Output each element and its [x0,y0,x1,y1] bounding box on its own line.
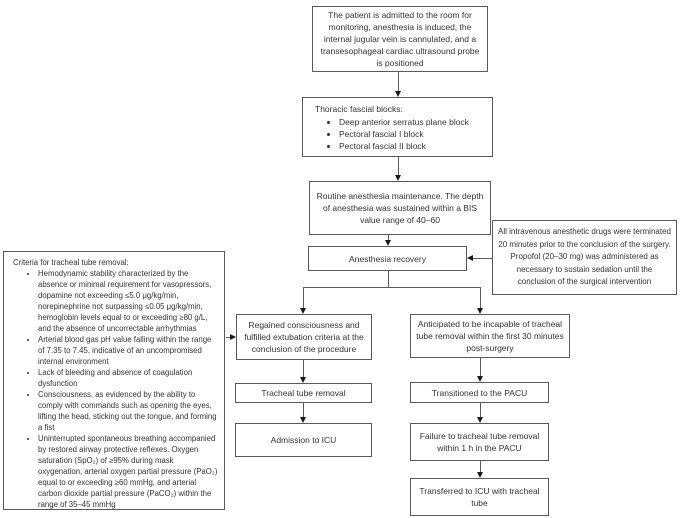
node-icu-admission: Admission to ICU [235,423,372,457]
node-pacu-transition-text: Transitioned to the PACU [431,387,528,398]
connector-regained-removal-line [303,360,304,377]
connector-criteria-regained-arrowhead [229,333,236,340]
connector-recovery-split-stem [388,271,389,287]
connector-split-anticipated-arrowhead [476,307,483,314]
connector-pacu-failure-line [480,403,481,417]
extubation-criteria-item: Consciousness, as evidenced by the abili… [38,389,219,433]
connector-drugnote-recovery-line [473,258,492,259]
node-icu-admission-text: Admission to ICU [270,435,337,445]
connector-split-regained-line [303,287,304,308]
node-icu-with-tube: Transferred to ICU with tracheal tube [410,478,549,516]
connector-split-regained-arrowhead [299,307,306,314]
node-regained-consciousness: Regained consciousness and fulfilled ext… [236,314,372,360]
node-pacu-failure: Failure to tracheal tube removal within … [410,423,549,461]
connector-admission-blocks-line [398,72,399,91]
node-regained-consciousness-text: Regained consciousness and fulfilled ext… [244,320,364,354]
note-extubation-criteria: Criteria for tracheal tube removal: Hemo… [3,251,225,510]
connector-drugnote-recovery-arrowhead [467,254,473,261]
extubation-criteria-item: Hemodynamic stability characterized by t… [38,268,219,334]
connector-anticipated-pacu-line [480,358,481,376]
extubation-criteria-item: Uninterrupted spontaneous breathing acco… [38,433,219,510]
node-patient-admission: The patient is admitted to the room for … [312,6,488,72]
node-anesthesia-maintenance: Routine anesthesia maintenance. The dept… [309,181,491,235]
node-anesthesia-maintenance-text: Routine anesthesia maintenance. The dept… [316,191,484,225]
connector-removal-icu-line [303,403,304,417]
connector-anticipated-pacu-arrowhead [476,375,483,382]
node-anesthesia-recovery: Anesthesia recovery [308,246,467,271]
connector-removal-icu-arrowhead [299,416,306,423]
fascial-block-item: Deep anterior serratus plane block [339,116,486,128]
node-patient-admission-text: The patient is admitted to the room for … [320,10,480,68]
node-tracheal-tube-removal: Tracheal tube removal [235,383,372,403]
node-anticipated-incapable: Anticipated to be incapable of tracheal … [410,314,570,358]
connector-failure-icutube-arrowhead [476,471,483,478]
node-fascial-blocks: Thoracic fascial blocks: Deep anterior s… [302,97,493,157]
connector-maintenance-recovery-line [388,235,389,240]
connector-regained-removal-arrowhead [299,376,306,383]
node-anticipated-incapable-text: Anticipated to be incapable of tracheal … [416,319,564,353]
node-fascial-blocks-title: Thoracic fascial blocks: [315,104,403,114]
node-fascial-blocks-list: Deep anterior serratus plane block Pecto… [315,116,486,152]
node-pacu-failure-text: Failure to tracheal tube removal within … [419,431,540,453]
fascial-block-item: Pectoral fascial II block [339,140,486,152]
note-extubation-criteria-list: Hemodynamic stability characterized by t… [13,268,219,510]
node-anesthesia-recovery-text: Anesthesia recovery [348,253,426,264]
connector-blocks-maintenance-arrowhead [394,174,401,181]
extubation-criteria-item: Lack of bleeding and absence of coagulat… [38,367,219,389]
node-icu-with-tube-text: Transferred to ICU with tracheal tube [419,486,540,508]
connector-split-anticipated-line [480,287,481,308]
connector-pacu-failure-arrowhead [476,416,483,423]
note-extubation-criteria-title: Criteria for tracheal tube removal: [13,258,129,267]
connector-recovery-split-crossbar [303,287,481,288]
connector-criteria-regained-line [226,337,230,338]
note-drug-termination-text: All intravenous anesthetic drugs were te… [498,227,671,287]
fascial-block-item: Pectoral fascial I block [339,128,486,140]
connector-admission-blocks-arrowhead [394,90,401,97]
node-tracheal-tube-removal-text: Tracheal tube removal [261,388,346,398]
node-pacu-transition: Transitioned to the PACU [410,382,549,403]
extubation-criteria-item: Arterial blood gas pH value falling with… [38,334,219,367]
note-drug-termination: All intravenous anesthetic drugs were te… [492,220,677,295]
connector-maintenance-recovery-arrowhead [384,239,391,246]
connector-blocks-maintenance-line [398,157,399,175]
connector-failure-icutube-line [480,461,481,472]
